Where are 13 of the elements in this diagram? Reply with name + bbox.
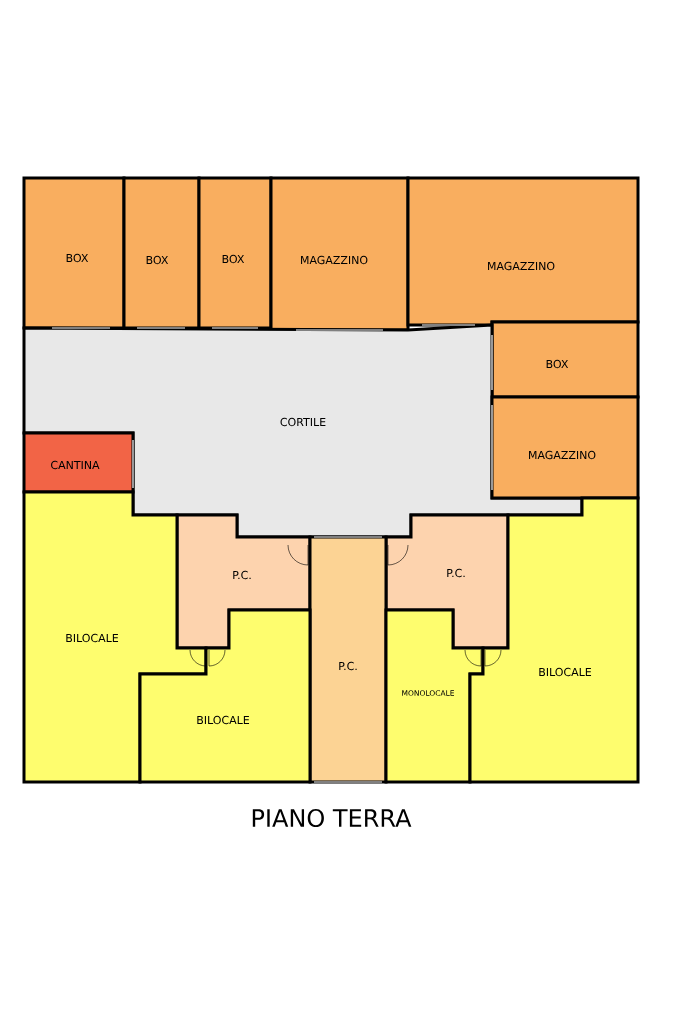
room: MAGAZZINO [490, 395, 640, 500]
floor-caption: PIANO TERRA [252, 808, 412, 828]
room: BOX [22, 176, 126, 330]
room: BOX [490, 320, 640, 399]
room: BOX [122, 176, 201, 330]
room: P.C. [384, 513, 510, 650]
room: MAGAZZINO [269, 176, 410, 332]
room: CANTINA [22, 431, 135, 494]
room: BILOCALE [468, 496, 640, 784]
room: BOX [197, 176, 273, 330]
room: P.C. [175, 513, 312, 650]
room: P.C. [308, 535, 388, 784]
room: BILOCALE [138, 608, 312, 784]
